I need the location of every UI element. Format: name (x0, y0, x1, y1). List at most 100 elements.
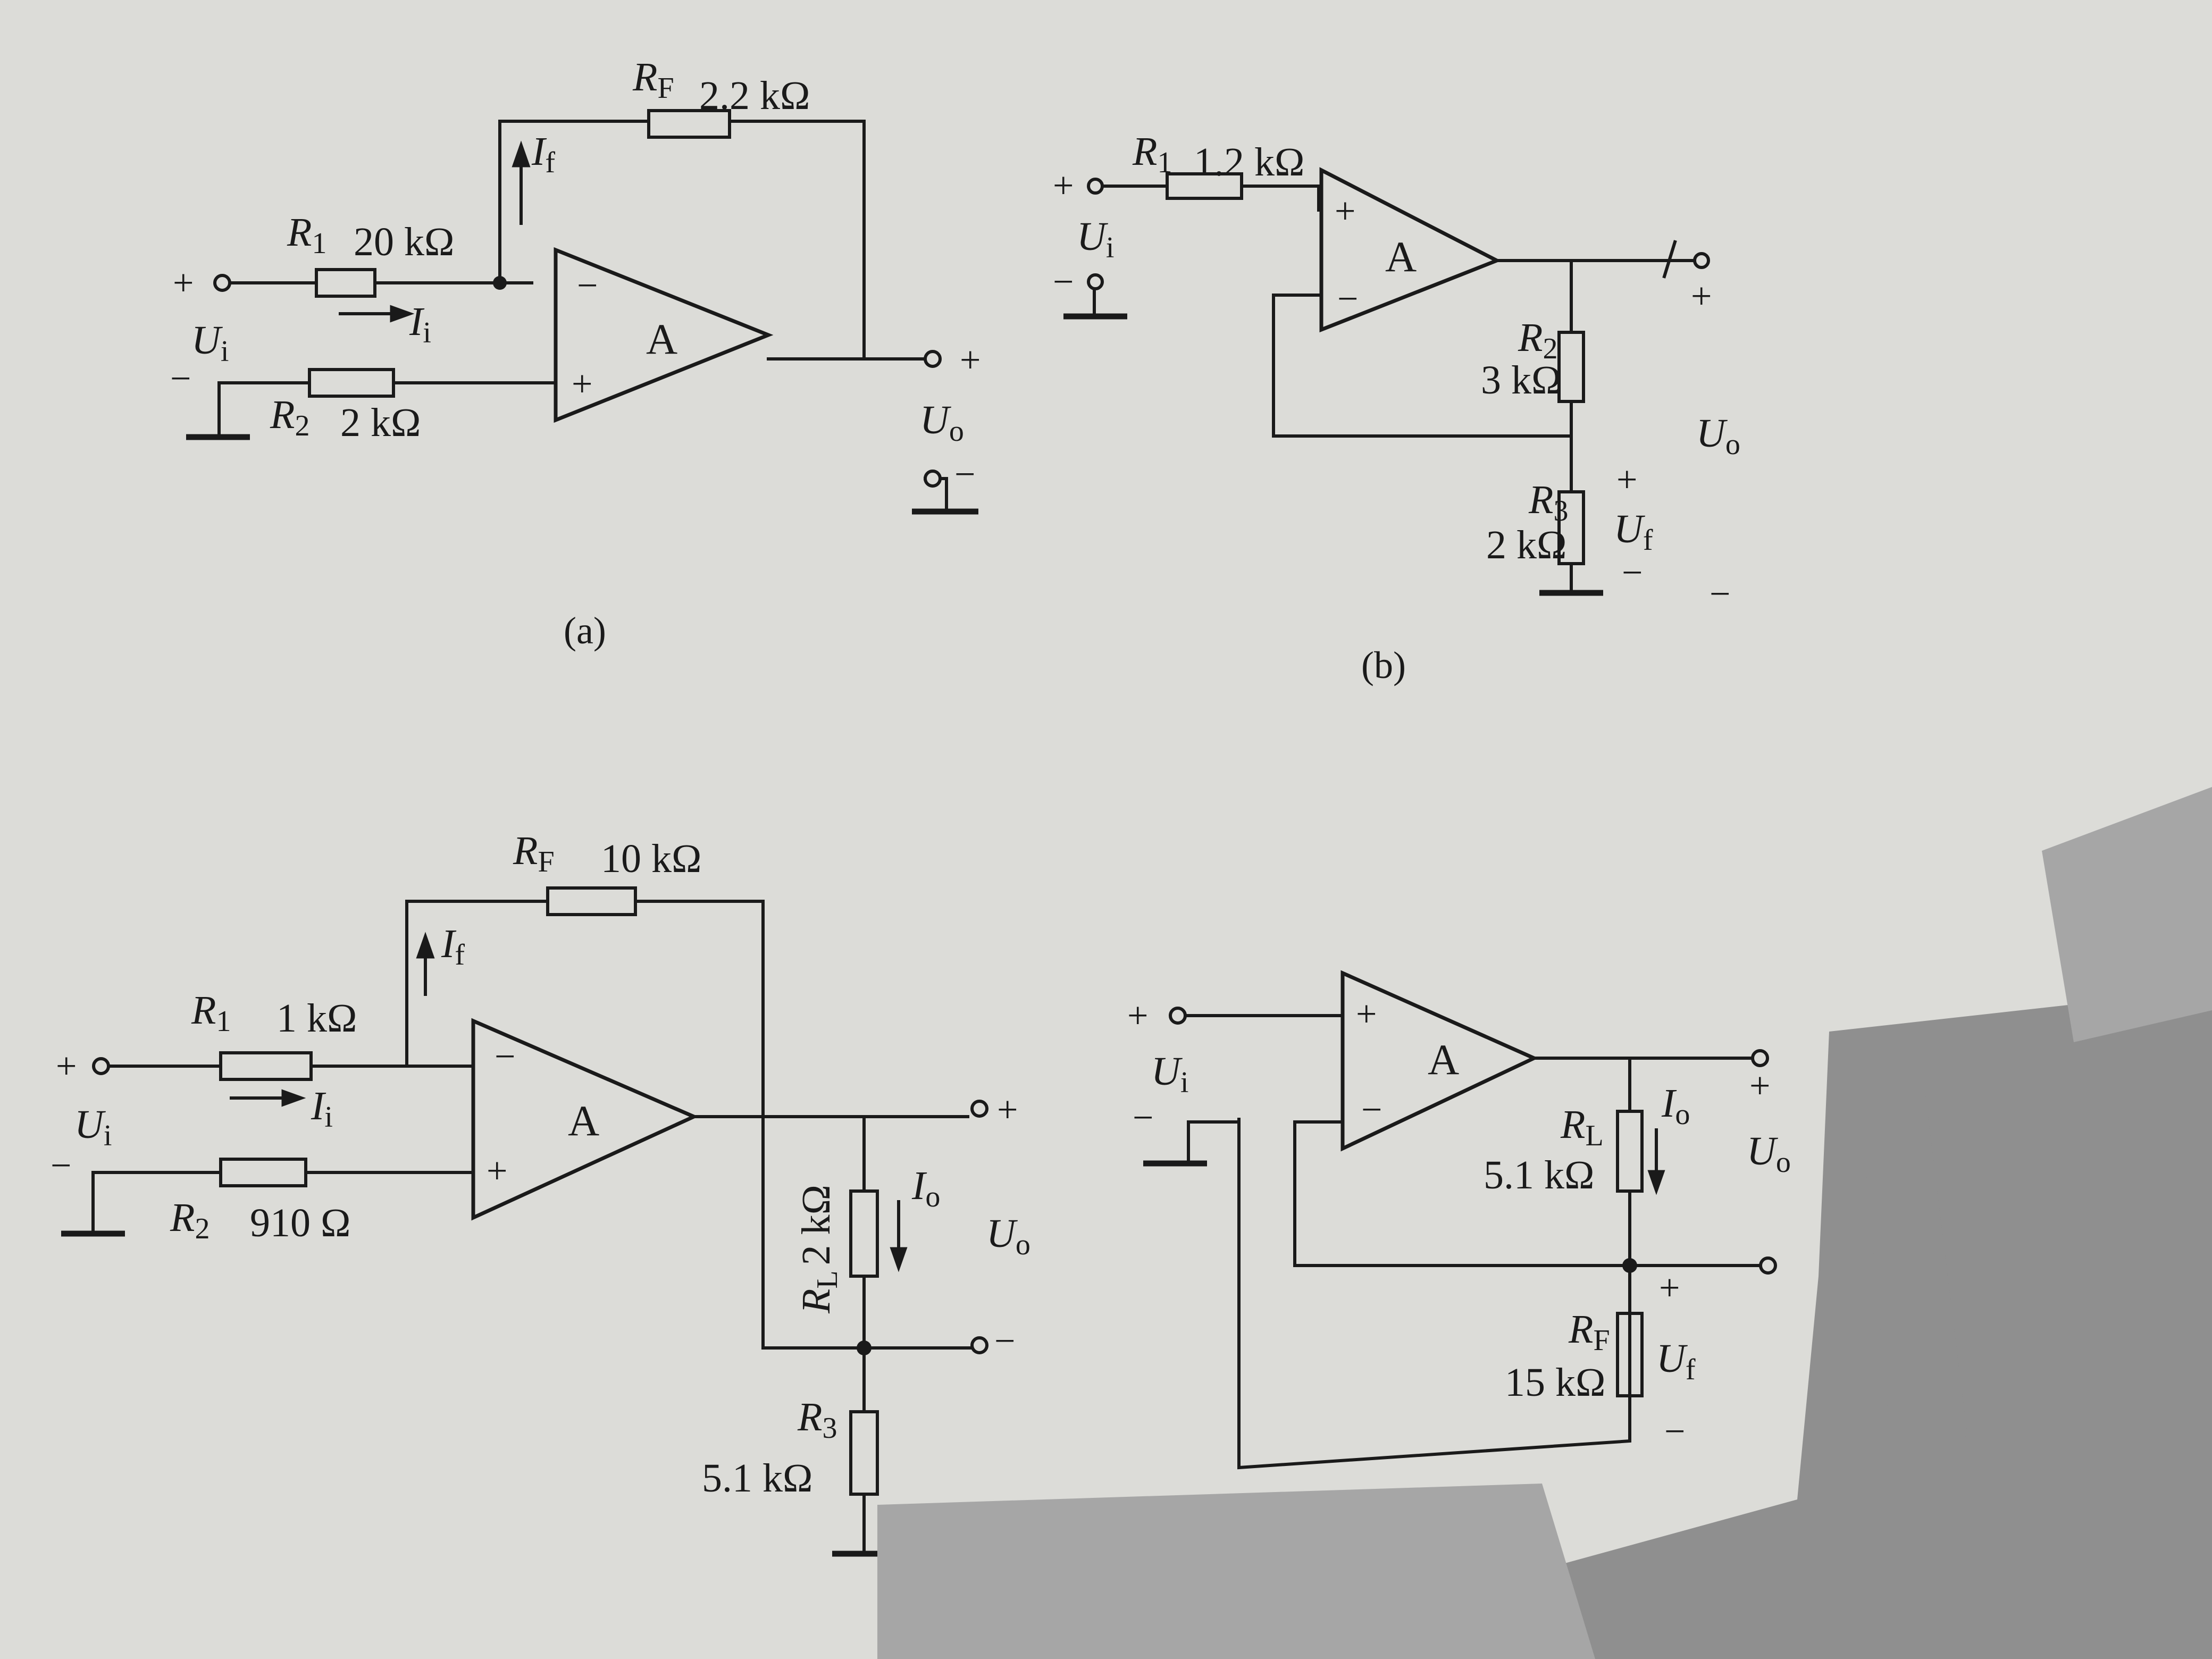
output-terminal-plus (924, 350, 942, 368)
output-terminal-plus (1751, 1049, 1769, 1067)
label-r1: R1 (191, 988, 231, 1038)
junction-dot (1622, 1258, 1637, 1273)
label-uo: Uo (1747, 1129, 1791, 1179)
label-uf: Uf (1656, 1336, 1696, 1386)
junction-dot (493, 276, 507, 290)
value-rf: 2.2 kΩ (699, 73, 810, 118)
label-if: If (531, 129, 555, 179)
resistor-r1 (219, 1051, 313, 1081)
inverting-input-sign: − (1361, 1090, 1382, 1130)
label-ii: Ii (311, 1084, 333, 1134)
label-r2: R2 (170, 1195, 210, 1245)
resistor-rf (1616, 1312, 1644, 1397)
value-rl: 5.1 kΩ (1484, 1153, 1594, 1197)
output-terminal-plus (970, 1100, 988, 1118)
label-r2: R2 (270, 392, 309, 442)
current-arrow-io (1647, 1170, 1665, 1195)
resistor-r1 (315, 268, 376, 298)
label-rl: RL2 kΩ (794, 1185, 844, 1314)
label-ii: Ii (409, 299, 431, 349)
label-rf: RF (632, 55, 674, 105)
noninverting-input-sign: + (572, 364, 592, 405)
input-terminal-plus (1169, 1007, 1187, 1025)
input-plus-sign: + (56, 1046, 77, 1087)
input-terminal-plus (213, 274, 231, 292)
caption-b: (b) (1361, 644, 1406, 686)
junction-dot (857, 1340, 872, 1355)
input-plus-sign: + (1053, 165, 1074, 206)
op-amp-a (554, 247, 774, 423)
input-plus-sign: + (173, 263, 194, 304)
inverting-input-sign: − (495, 1036, 515, 1077)
label-r1: R1 (1132, 129, 1172, 179)
current-arrow-if (416, 932, 435, 959)
value-r1: 1.2 kΩ (1194, 140, 1304, 185)
output-terminal-minus (1759, 1256, 1777, 1275)
scribble-overlay (877, 787, 2212, 1659)
input-terminal-plus (1087, 178, 1104, 195)
inverting-input-sign: − (1337, 279, 1358, 320)
output-plus-sign: + (1691, 276, 1712, 317)
resistor-rl (849, 1189, 879, 1278)
circuit-d: A + − RL 5.1 kΩ RF 15 kΩ Io + − Ui + Uo … (1127, 970, 1791, 1470)
resistor-r2 (219, 1158, 307, 1187)
value-rf: 15 kΩ (1505, 1360, 1605, 1405)
label-ui: Ui (1077, 214, 1114, 264)
circuit-a: A − + RF 2.2 kΩ R1 20 kΩ R2 2 kΩ If Ii +… (170, 55, 981, 652)
circuit-c: A − + RF 10 kΩ R1 1 kΩ R2 910 Ω RL2 kΩ R… (51, 828, 1030, 1557)
output-plus-sign: + (1749, 1066, 1770, 1107)
label-r1: R1 (287, 210, 326, 260)
label-uf: Uf (1614, 507, 1653, 557)
label-r3: R3 (797, 1395, 837, 1445)
output-minus-sign: − (994, 1321, 1015, 1362)
value-r2: 2 kΩ (340, 400, 421, 445)
noninverting-input-sign: + (1356, 994, 1377, 1035)
inverting-input-sign: − (577, 265, 598, 306)
noninverting-input-sign: + (487, 1151, 507, 1192)
current-arrow-ii (390, 305, 415, 323)
input-terminal-minus (1087, 273, 1104, 290)
value-r3: 2 kΩ (1486, 523, 1566, 567)
label-if: If (441, 921, 465, 971)
label-r3: R3 (1528, 477, 1568, 527)
circuit-b: A + − R1 1.2 kΩ R2 3 kΩ R3 2 kΩ + − Ui +… (1053, 129, 1740, 686)
output-minus-sign: − (1710, 574, 1730, 615)
input-minus-sign: − (1133, 1097, 1153, 1138)
output-plus-sign: + (960, 340, 981, 381)
label-rl: RL (1560, 1102, 1604, 1152)
resistor-r2 (1557, 331, 1585, 403)
feedback-minus-sign: − (1622, 552, 1643, 593)
current-arrow-if (512, 140, 531, 167)
resistor-r3 (849, 1410, 879, 1496)
caption-a: (a) (564, 609, 606, 652)
label-uo: Uo (920, 398, 964, 448)
label-ui: Ui (1151, 1049, 1188, 1099)
op-amp-label: A (568, 1096, 599, 1145)
op-amp-label: A (646, 315, 677, 363)
value-r3: 5.1 kΩ (702, 1456, 812, 1501)
noninverting-input-sign: + (1335, 191, 1355, 232)
value-r1: 1 kΩ (276, 996, 357, 1041)
label-io: Io (911, 1163, 940, 1213)
op-amp-a (1340, 970, 1539, 1152)
label-uo: Uo (986, 1211, 1030, 1261)
value-r1: 20 kΩ (354, 220, 454, 264)
current-arrow-io (890, 1247, 908, 1272)
label-rf: RF (513, 828, 555, 878)
feedback-minus-sign: − (1664, 1411, 1685, 1452)
label-rf: RF (1568, 1307, 1610, 1357)
output-terminal-plus (1693, 252, 1710, 269)
resistor-rf (546, 886, 637, 916)
op-amp-a (1319, 167, 1502, 333)
current-arrow-ii (281, 1089, 306, 1107)
resistor-r2 (308, 368, 395, 398)
output-terminal-minus (970, 1336, 988, 1354)
input-terminal-plus (92, 1057, 110, 1075)
op-amp-label: A (1385, 232, 1417, 281)
output-terminal-minus (924, 470, 942, 488)
op-amp-a (471, 1018, 699, 1221)
label-ui: Ui (191, 318, 229, 368)
label-ui: Ui (74, 1102, 112, 1152)
